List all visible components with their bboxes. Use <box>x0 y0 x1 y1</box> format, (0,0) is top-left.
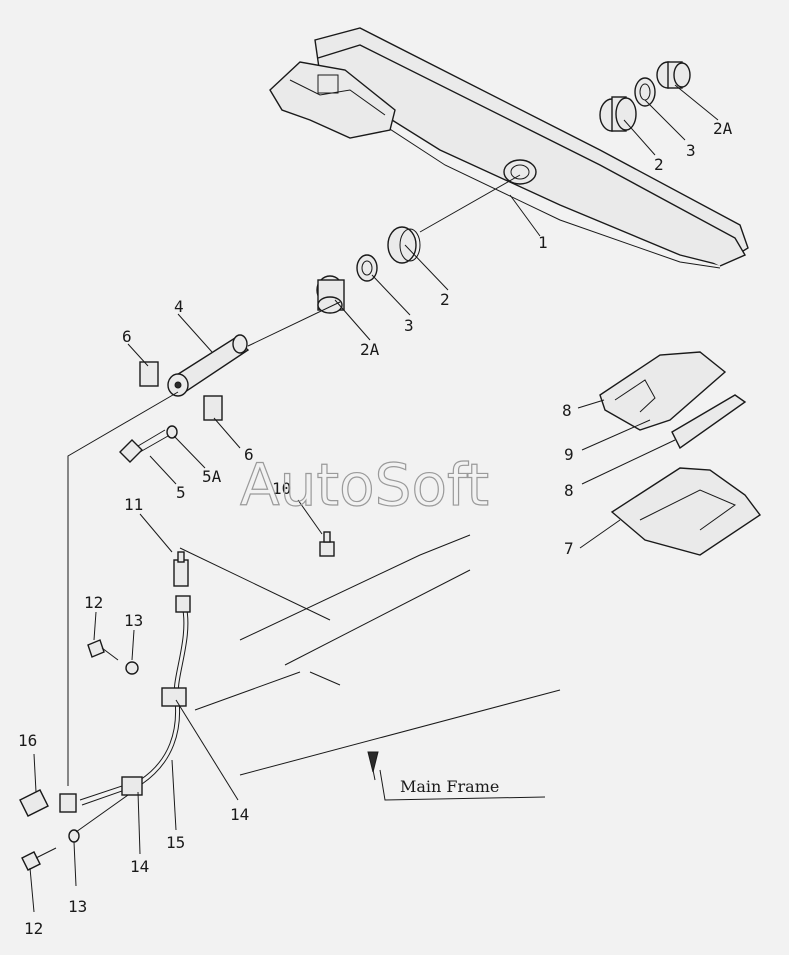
leader-lines <box>29 84 719 913</box>
elbow-fitting-16 <box>19 789 49 817</box>
label-part-13: 13 <box>124 611 143 630</box>
washer <box>166 425 178 439</box>
equalizer-bar <box>269 27 749 269</box>
label-part-3: 3 <box>404 316 414 335</box>
label-part-12: 12 <box>24 919 43 938</box>
label-part-2: 2 <box>440 290 450 309</box>
label-part-6: 6 <box>244 445 254 464</box>
label-part-4: 4 <box>174 297 184 316</box>
lower-bushing-2 <box>387 226 421 264</box>
label-part-2A: 2A <box>713 119 733 138</box>
clamp <box>161 687 187 707</box>
washer-13 <box>68 829 80 843</box>
upper-bushing-2A <box>656 61 691 89</box>
upper-bushing-2 <box>599 96 637 132</box>
bolt-12 <box>87 639 119 661</box>
label-part-2: 2 <box>654 155 664 174</box>
label-part-10: 10 <box>272 479 291 498</box>
label-part-3: 3 <box>686 141 696 160</box>
lower-seal-3 <box>356 254 378 282</box>
bolt-12 <box>21 847 57 871</box>
label-part-5: 5 <box>176 483 186 502</box>
support-plate <box>610 467 762 556</box>
label-part-11: 11 <box>124 495 143 514</box>
label-part-16: 16 <box>18 731 37 750</box>
grease-fitting-10 <box>319 531 335 557</box>
label-part-14: 14 <box>230 805 249 824</box>
lower-bushing-2A <box>316 275 345 314</box>
bolt <box>119 429 169 463</box>
washer-13 <box>125 661 139 675</box>
shim-plate <box>671 394 747 450</box>
label-part-8: 8 <box>564 481 574 500</box>
label-part-5A: 5A <box>202 467 222 486</box>
label-part-9: 9 <box>564 445 574 464</box>
label-part-2A: 2A <box>360 340 380 359</box>
label-part-15: 15 <box>166 833 185 852</box>
upper-seal-3 <box>634 77 656 107</box>
label-part-12: 12 <box>84 593 103 612</box>
pin <box>167 334 250 397</box>
label-part-8: 8 <box>562 401 572 420</box>
main-frame-outline <box>179 534 561 801</box>
label-part-13: 13 <box>68 897 87 916</box>
lock-plate <box>139 361 159 387</box>
clamp <box>121 776 143 796</box>
main-frame-caption: Main Frame <box>400 777 499 796</box>
fitting-11 <box>173 551 189 587</box>
watermark: AutoSoft <box>240 451 489 519</box>
label-part-1: 1 <box>538 233 548 252</box>
lock-plate <box>203 395 223 421</box>
label-part-7: 7 <box>564 539 574 558</box>
label-part-14: 14 <box>130 857 149 876</box>
wear-plate <box>599 351 727 431</box>
label-part-6: 6 <box>122 327 132 346</box>
